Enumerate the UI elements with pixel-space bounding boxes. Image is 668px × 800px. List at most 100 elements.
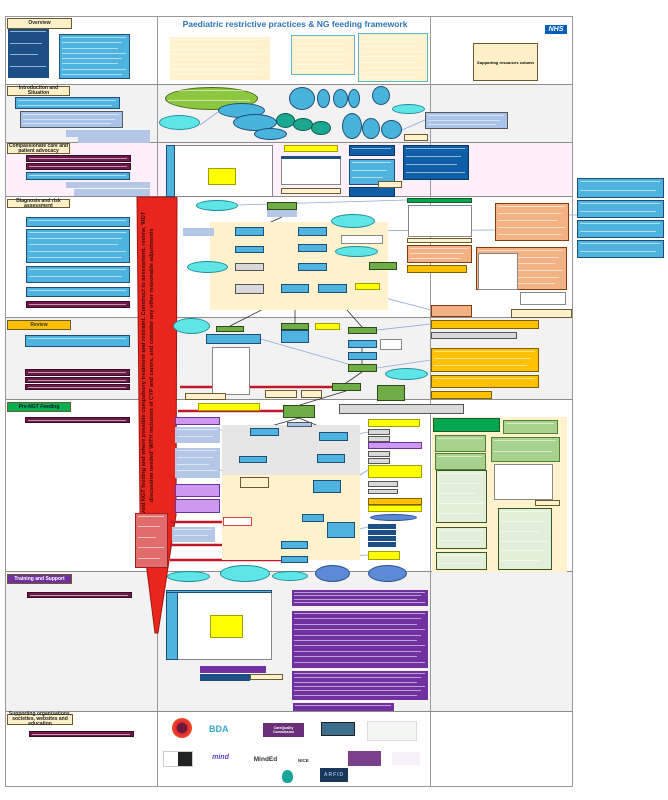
section-label-compassionate[interactable]: Compassionate care and patient advocacy: [7, 142, 70, 154]
review-node-4[interactable]: [348, 352, 377, 360]
review-green-4[interactable]: [348, 364, 377, 372]
ngt-left-box-1[interactable]: [175, 427, 220, 443]
compassionate-blue-3[interactable]: [349, 187, 395, 197]
section-label-introduction[interactable]: Introduction and Situation: [7, 86, 70, 96]
diagnosis-node-4[interactable]: [298, 244, 327, 252]
review-tag-2[interactable]: [265, 390, 297, 398]
ngt-node-5[interactable]: [313, 480, 341, 493]
review-green-1[interactable]: [216, 326, 244, 332]
ngt-right-form-3[interactable]: [436, 552, 487, 570]
compassionate-step-2[interactable]: [74, 189, 150, 196]
logo-orange-org[interactable]: [321, 722, 355, 736]
ngt-right-white-1[interactable]: [494, 464, 553, 500]
logo-bda[interactable]: BDA: [209, 723, 229, 734]
intro-speech-bubble-2[interactable]: [392, 104, 425, 114]
intro-ellipse-3[interactable]: [254, 128, 287, 140]
supporting-maroon[interactable]: [29, 731, 134, 737]
compassionate-note[interactable]: [281, 188, 341, 194]
ngt-left-purple-3[interactable]: [175, 499, 220, 513]
intro-teal-2[interactable]: [293, 118, 313, 131]
ngt-dark-1[interactable]: [368, 524, 396, 529]
intro-step-2[interactable]: [78, 136, 150, 143]
intro-ellipse-4[interactable]: [289, 87, 315, 110]
review-orange-4[interactable]: [431, 391, 492, 399]
diagnosis-speech-2[interactable]: [187, 261, 228, 273]
ngt-right-green-2[interactable]: [435, 435, 486, 452]
intro-note[interactable]: [404, 134, 428, 141]
training-ellipse-1[interactable]: [315, 565, 350, 582]
diagnosis-start-green[interactable]: [267, 202, 297, 210]
diagnosis-node-grey-1[interactable]: [235, 263, 264, 271]
ngt-note[interactable]: [240, 477, 269, 488]
logo-network-org[interactable]: [392, 752, 420, 765]
intro-teal-1[interactable]: [276, 113, 295, 128]
review-speech-1[interactable]: [173, 318, 210, 334]
ngt-dark-4[interactable]: [368, 542, 396, 547]
review-green-2[interactable]: [281, 323, 309, 330]
diagnosis-box-3[interactable]: [26, 266, 130, 283]
review-maroon-2[interactable]: [25, 377, 130, 383]
logo-teal-org[interactable]: [282, 768, 317, 784]
ngt-list-3[interactable]: [368, 451, 390, 457]
intro-ellipse-5[interactable]: [317, 89, 330, 108]
section-label-review[interactable]: Review: [7, 320, 71, 330]
overview-document-cover[interactable]: [8, 29, 49, 78]
review-maroon-3[interactable]: [25, 384, 130, 390]
compassionate-table-highlight[interactable]: [208, 168, 236, 185]
compassionate-blue-1[interactable]: [349, 145, 395, 156]
training-purple-3[interactable]: [292, 671, 428, 700]
ngt-list-2[interactable]: [368, 436, 390, 442]
ngt-right-form-2[interactable]: [436, 527, 487, 549]
about-framework-box[interactable]: [170, 37, 270, 80]
review-note[interactable]: [380, 339, 402, 350]
diagnosis-node-7[interactable]: [318, 284, 347, 293]
overflow-box-1[interactable]: [577, 178, 664, 198]
ngt-left-purple-1[interactable]: [175, 417, 220, 425]
logo-mind[interactable]: mind: [212, 753, 229, 761]
intro-ellipse-9[interactable]: [342, 113, 362, 139]
ngt-node-6[interactable]: [302, 514, 324, 522]
ngt-list-1[interactable]: [368, 429, 390, 435]
diagnosis-salmon-4[interactable]: [431, 305, 472, 317]
compassionate-maroon-1[interactable]: [26, 155, 131, 162]
diagnosis-salmon-2[interactable]: [495, 203, 569, 241]
diagnosis-box-2[interactable]: [26, 229, 130, 263]
diagnosis-speech-1[interactable]: [196, 200, 238, 211]
ngt-yellow-2[interactable]: [368, 505, 422, 512]
training-speech-3[interactable]: [272, 571, 308, 581]
training-speech-2[interactable]: [220, 565, 270, 582]
training-tag[interactable]: [250, 674, 283, 680]
diagnosis-resource-header[interactable]: [407, 198, 472, 203]
intro-info-box[interactable]: [15, 97, 120, 109]
ngt-node-8[interactable]: [281, 541, 308, 549]
training-video-image[interactable]: [200, 674, 250, 681]
diagnosis-speech-4[interactable]: [335, 246, 378, 257]
ngt-list-5[interactable]: [368, 481, 398, 487]
ngt-node-2[interactable]: [319, 432, 348, 441]
review-speech-2[interactable]: [385, 368, 428, 380]
intro-ellipse-7[interactable]: [348, 89, 360, 108]
diagnosis-node-1[interactable]: [235, 227, 264, 236]
ngt-right-tag[interactable]: [535, 500, 560, 506]
ngt-node-top[interactable]: [287, 422, 312, 427]
compassionate-blue-2[interactable]: [349, 159, 395, 185]
diagnosis-box-4[interactable]: [26, 287, 130, 297]
intro-step-1[interactable]: [66, 130, 150, 137]
ngt-left-purple-2[interactable]: [175, 484, 220, 497]
review-green-6[interactable]: [377, 385, 405, 401]
ngt-dark-3[interactable]: [368, 536, 396, 541]
logo-green-org[interactable]: [367, 721, 417, 741]
ngt-node-1[interactable]: [250, 428, 279, 436]
overflow-box-4[interactable]: [577, 240, 664, 258]
diagnosis-resource-caption[interactable]: [407, 238, 472, 243]
ngt-yellow-3[interactable]: [368, 551, 400, 560]
ngt-node-7[interactable]: [327, 522, 355, 538]
training-purple-1[interactable]: [292, 590, 428, 606]
diagnosis-green-note[interactable]: [369, 262, 397, 270]
ngt-list-purple[interactable]: [368, 442, 422, 449]
training-table-highlight[interactable]: [210, 615, 243, 638]
diagnosis-node-2[interactable]: [298, 227, 327, 236]
intro-ellipse-11[interactable]: [381, 120, 402, 139]
diagnosis-yellow-note[interactable]: [355, 283, 380, 290]
ngt-orange-1[interactable]: [368, 498, 422, 505]
